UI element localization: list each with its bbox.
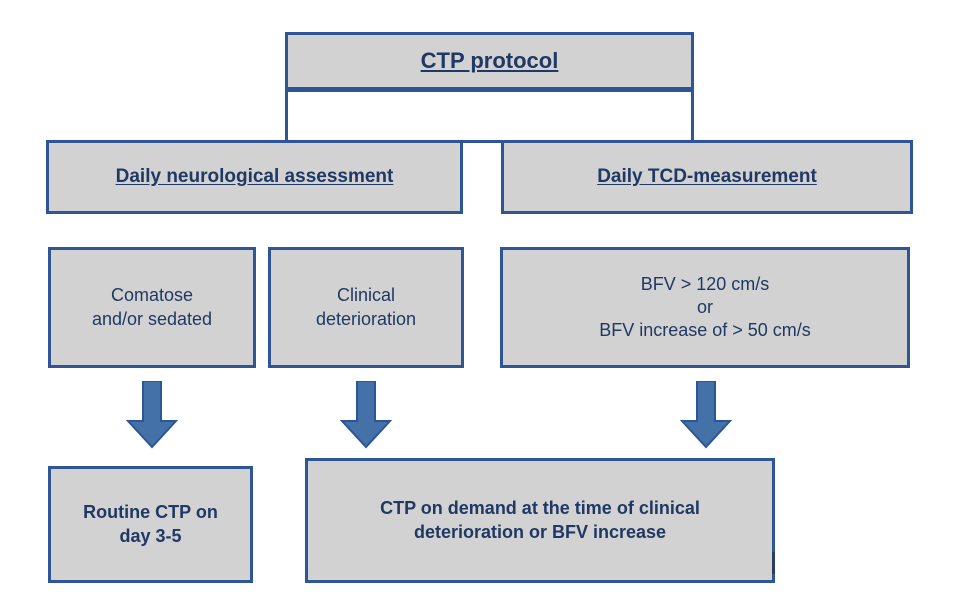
node-daily-neurological-assessment-label: Daily neurological assessment xyxy=(115,165,394,187)
node-clinical-deterioration: Clinical deterioration xyxy=(268,247,464,368)
node-routine-ctp: Routine CTP on day 3-5 xyxy=(48,466,253,583)
node-daily-neurological-assessment: Daily neurological assessment xyxy=(46,140,463,214)
arrow-down-icon-clinical-to-on-demand xyxy=(340,381,392,449)
node-daily-tcd-measurement: Daily TCD-measurement xyxy=(501,140,913,214)
node-ctp-on-demand: CTP on demand at the time of clinical de… xyxy=(305,458,775,583)
node-clinical-deterioration-label: Clinical deterioration xyxy=(315,285,417,329)
arrow-down-icon-bfv-to-on-demand xyxy=(680,381,732,449)
node-bfv-thresholds-label: BFV > 120 cm/s or BFV increase of > 50 c… xyxy=(599,273,811,341)
arrow-down-icon-comatose-to-routine xyxy=(126,381,178,449)
node-ctp-protocol-label: CTP protocol xyxy=(420,47,559,73)
node-comatose-or-sedated-label: Comatose and/or sedated xyxy=(91,285,213,329)
connector-trunk-root-to-branches xyxy=(285,89,694,143)
node-routine-ctp-label: Routine CTP on day 3-5 xyxy=(83,502,218,546)
node-comatose-or-sedated: Comatose and/or sedated xyxy=(48,247,256,368)
node-ctp-protocol: CTP protocol xyxy=(285,32,694,90)
node-ctp-on-demand-label: CTP on demand at the time of clinical de… xyxy=(380,498,700,542)
node-bfv-thresholds: BFV > 120 cm/s or BFV increase of > 50 c… xyxy=(500,247,910,368)
edge-tick-mark xyxy=(772,552,775,574)
node-daily-tcd-measurement-label: Daily TCD-measurement xyxy=(597,165,817,187)
